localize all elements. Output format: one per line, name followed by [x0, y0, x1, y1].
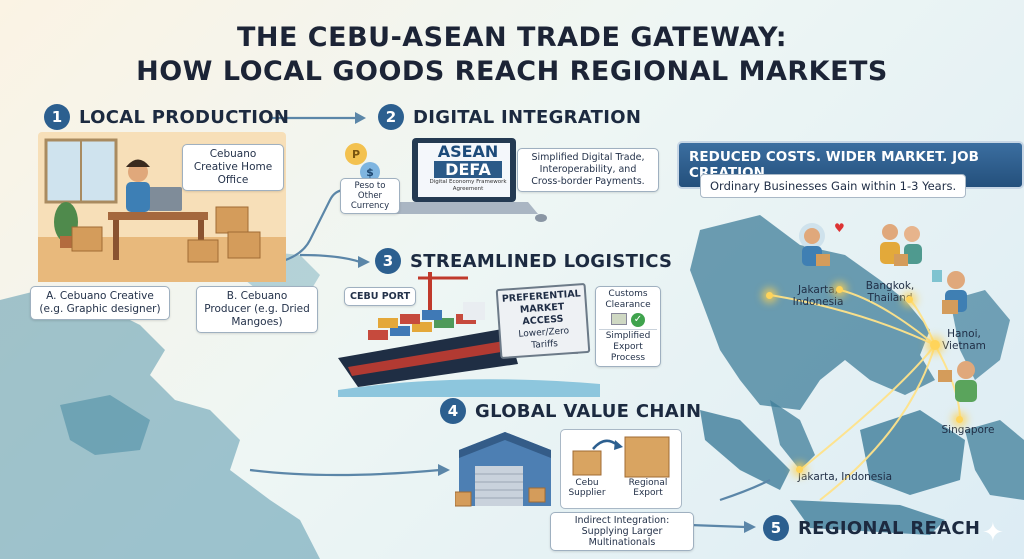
export-box-icon: [624, 436, 670, 478]
cebu-port-label: CEBU PORT: [344, 287, 417, 306]
person-singapore-icon: [938, 361, 977, 402]
person-bangkok-icon: [880, 224, 922, 266]
coin-icon: [360, 162, 380, 182]
destination-dot: [796, 466, 803, 473]
box-icon: [187, 239, 219, 263]
supplier-box-icon: [572, 450, 602, 476]
box-icon: [528, 487, 546, 503]
person-hanoi-icon: [932, 270, 967, 314]
step-5-number: 5: [763, 515, 789, 541]
laptop-icon: [148, 187, 182, 211]
arrow-icon: [592, 439, 618, 450]
supplier-label: Cebu Supplier: [568, 478, 606, 498]
destination-dot: [906, 296, 913, 303]
borneo-map: [860, 410, 965, 495]
java-map: [790, 500, 945, 535]
mouse-icon: [535, 214, 547, 222]
step-4-number: 4: [440, 398, 466, 424]
step-2-heading: 2 DIGITAL INTEGRATION: [378, 104, 641, 130]
ship-bridge: [463, 302, 485, 320]
person-jakarta-icon: ♥: [799, 221, 845, 266]
city-jakarta-label: Jakarta, Indonesia: [792, 284, 844, 308]
step-5-heading: 5 REGIONAL REACH: [763, 515, 980, 541]
warehouse-illustration: [455, 432, 551, 507]
peninsula-map: [770, 400, 815, 470]
container-stack: [368, 310, 476, 340]
ph-right-map: [950, 290, 1010, 380]
title-line-2: HOW LOCAL GOODS REACH REGIONAL MARKETS: [136, 56, 888, 87]
defa-benefits-callout: Simplified Digital Trade, Interoperabili…: [517, 148, 659, 192]
svg-text:$: $: [366, 166, 374, 179]
arrow-heads: [355, 112, 756, 533]
city-jakarta-map-label: Jakarta, Indonesia: [797, 471, 893, 483]
box-icon: [455, 491, 472, 507]
title-line-1: THE CEBU-ASEAN TRADE GATEWAY:: [236, 22, 788, 53]
people-illustration: ♥: [799, 221, 977, 402]
coin-icon: [345, 143, 367, 165]
sumatra-map: [700, 410, 790, 490]
island-cluster: [60, 395, 150, 455]
trade-routes: [769, 289, 961, 501]
step-1-label: LOCAL PRODUCTION: [79, 106, 290, 128]
destination-dot: [836, 286, 843, 293]
destination-dot: [766, 292, 773, 299]
creative-callout: A. Cebuano Creative (e.g. Graphic design…: [30, 286, 170, 320]
sparkle-icon: ✦: [982, 518, 1004, 548]
step-4-heading: 4 GLOBAL VALUE CHAIN: [440, 398, 701, 424]
box-icon: [227, 231, 261, 259]
sulawesi-map: [965, 420, 1024, 500]
screen-subtitle: Digital Economy Framework Agreement: [429, 179, 507, 192]
indirect-integration-callout: Indirect Integration: Supplying Larger M…: [550, 512, 694, 551]
step-3-heading: 3 STREAMLINED LOGISTICS: [375, 248, 672, 274]
southeast-asia-map: [690, 215, 935, 410]
svg-text:P: P: [352, 148, 360, 161]
svg-text:♥: ♥: [834, 221, 845, 235]
documents-icon: [611, 313, 627, 325]
preferential-access-sign: PREFERENTIAL MARKET ACCESS Lower/Zero Ta…: [495, 282, 591, 360]
step-2-number: 2: [378, 104, 404, 130]
currency-callout: Peso to Other Currency: [340, 178, 400, 214]
defa-screen: ASEAN DEFA Digital Economy Framework Agr…: [426, 143, 510, 193]
cebu-hub-dot: [930, 340, 940, 350]
step-4-label: GLOBAL VALUE CHAIN: [475, 400, 702, 422]
philippines-map: [0, 290, 320, 559]
city-singapore-label: Singapore: [941, 424, 995, 436]
box-icon: [71, 226, 103, 252]
export-label: Simplified Export Process: [599, 329, 657, 364]
desk-icon: [108, 212, 208, 220]
city-hanoi-label: Hanoi, Vietnam: [942, 328, 986, 352]
step-3-number: 3: [375, 248, 401, 274]
destination-dot: [956, 416, 963, 423]
screen-defa: DEFA: [434, 161, 502, 178]
benefits-timeline: Ordinary Businesses Gain within 1-3 Year…: [700, 174, 967, 198]
step-5-label: REGIONAL REACH: [798, 517, 981, 539]
screen-asean: ASEAN: [437, 142, 499, 161]
producer-callout: B. Cebuano Producer (e.g. Dried Mangoes): [196, 286, 318, 333]
customs-callout: Customs Clearance ✓ Simplified Export Pr…: [595, 286, 661, 367]
digital-illustration: P $: [345, 138, 547, 222]
step-1-heading: 1 LOCAL PRODUCTION: [44, 104, 289, 130]
check-icon: ✓: [631, 313, 645, 327]
supply-boxes: [572, 436, 670, 478]
customs-label: Customs Clearance: [605, 289, 651, 310]
regional-export-label: Regional Export: [628, 478, 668, 498]
box-icon: [215, 206, 249, 234]
step-3-label: STREAMLINED LOGISTICS: [410, 250, 673, 272]
city-bangkok-label: Bangkok, Thailand: [865, 280, 915, 304]
home-office-callout: Cebuano Creative Home Office: [182, 144, 284, 191]
step-2-label: DIGITAL INTEGRATION: [413, 106, 642, 128]
step-1-number: 1: [44, 104, 70, 130]
